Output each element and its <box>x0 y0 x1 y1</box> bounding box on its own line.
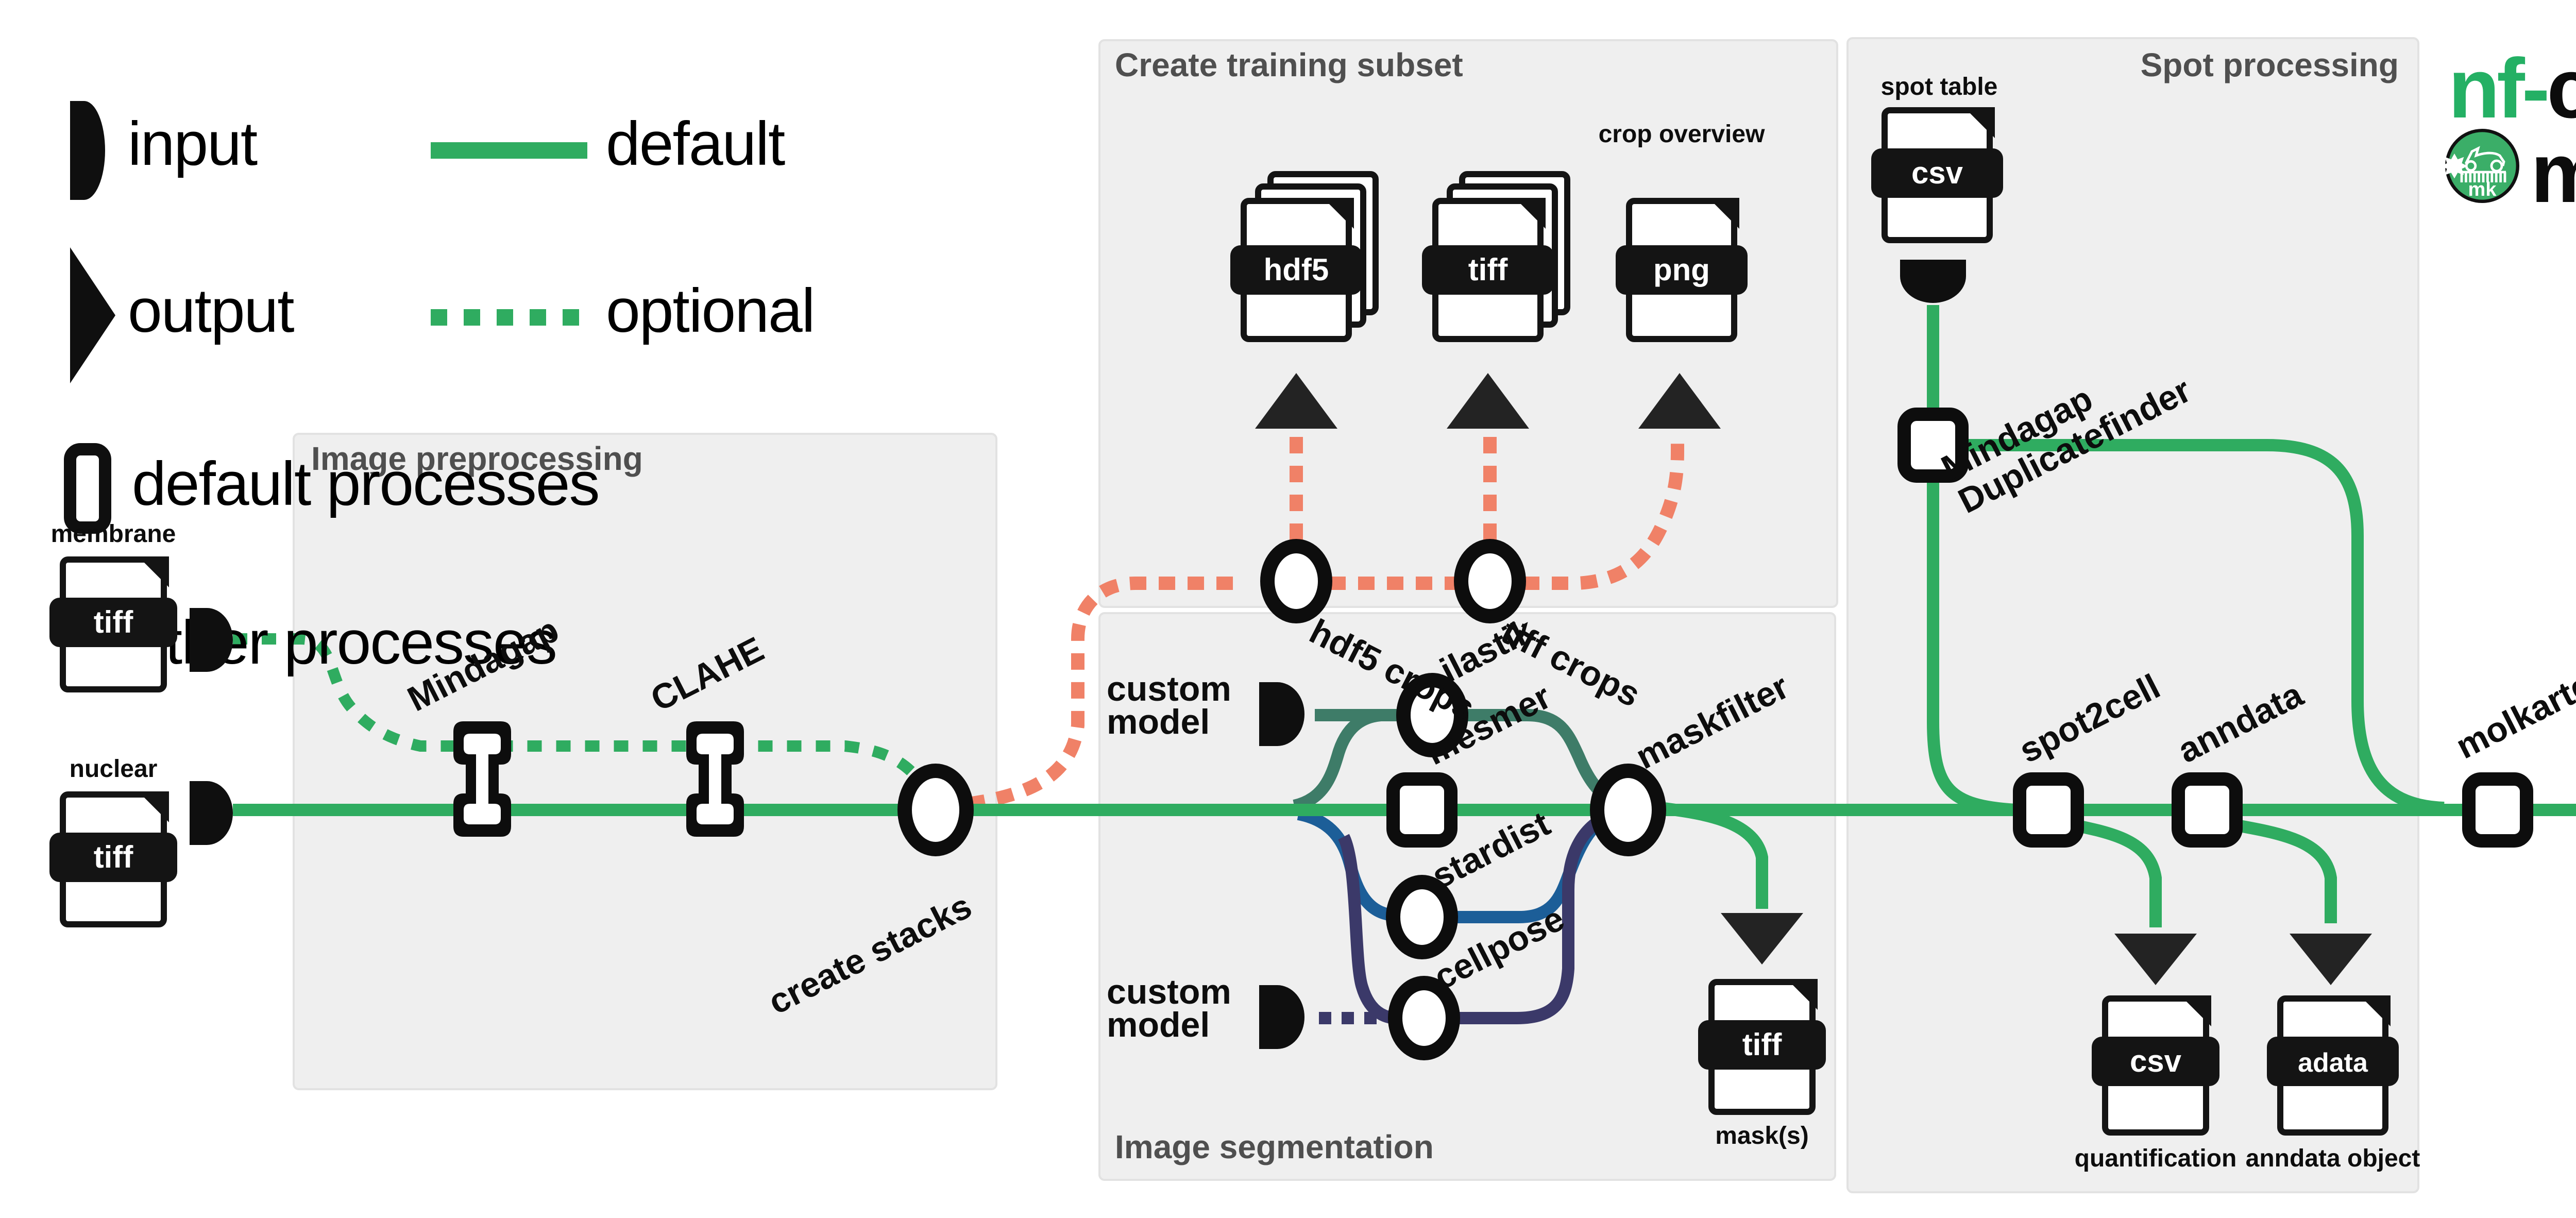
spot-table-label: spot table <box>1880 72 1998 101</box>
folded-corner-icon <box>1322 197 1353 228</box>
legend-optional-label: optional <box>606 278 815 346</box>
output-arrow-tiff <box>1447 373 1529 429</box>
folded-corner-icon <box>1707 197 1738 228</box>
title-create-training-subset: Create training subset <box>1115 49 1463 84</box>
file-ext-band: tiff <box>1422 245 1554 295</box>
output-arrow-png <box>1638 373 1721 429</box>
output-arrow-hdf5 <box>1255 373 1337 429</box>
title-image-preprocessing: Image preprocessing <box>311 443 643 478</box>
badge-mk-text: mk <box>2468 179 2497 200</box>
hdf5-crops-file-icon: hdf5 <box>1230 171 1379 342</box>
logo-nf: nf- <box>2448 41 2550 136</box>
masks-label: mask(s) <box>1715 1121 1809 1150</box>
node-mindagap-duplicatefinder <box>1897 408 1969 483</box>
node-molkartqc <box>2462 772 2533 848</box>
legend-default-label: default <box>606 111 785 179</box>
custom-model-word2: model <box>1107 703 1210 742</box>
node-ilastik <box>1396 673 1468 757</box>
folded-corner-icon <box>137 555 168 586</box>
legend-default-process-icon <box>64 443 111 534</box>
crop-overview-file-icon: png <box>1616 197 1748 342</box>
node-tiff-crops <box>1454 539 1526 623</box>
custom-model-top-connector <box>1259 682 1304 746</box>
node-mesmer <box>1386 772 1458 848</box>
output-arrow-anndata-object <box>2290 934 2372 985</box>
file-ext-band: csv <box>1871 148 2003 198</box>
edge-cellpose-to-maskfilter <box>1457 808 1616 1024</box>
box-image-preprocessing <box>293 433 997 1090</box>
edge-main-to-ilastik <box>1293 709 1382 812</box>
crop-overview-label: crop overview <box>1598 120 1765 148</box>
custom-model-word1: custom <box>1107 670 1231 709</box>
spot-table-file-icon: csv <box>1871 106 2003 243</box>
legend-default-process-label: default processes <box>132 451 600 519</box>
quantification-file-icon: csv <box>2092 994 2219 1136</box>
file-ext-band: adata <box>2267 1037 2399 1086</box>
output-arrow-masks <box>1721 913 1803 965</box>
output-triangles <box>1255 373 2372 985</box>
node-hdf5-crops <box>1260 539 1332 623</box>
custom-model-word1: custom <box>1107 973 1231 1012</box>
node-mindagap <box>453 721 511 837</box>
folded-corner-icon <box>1514 197 1545 228</box>
legend-input-icon <box>70 101 105 200</box>
custom-model-bottom-label: custom model <box>1107 975 1231 1045</box>
node-stardist <box>1386 875 1458 959</box>
node-maskfilter <box>1590 764 1666 856</box>
node-anndata <box>2172 772 2243 848</box>
edge-main-to-cellpose <box>1337 834 1398 1024</box>
file-ext-band: csv <box>2092 1037 2219 1086</box>
custom-model-bottom-connector <box>1259 985 1304 1049</box>
membrane-label: membrane <box>50 519 176 548</box>
folded-corner-icon <box>1786 978 1817 1009</box>
quantification-label: quantification <box>2074 1144 2237 1173</box>
spot-table-input-connector <box>1900 260 1966 303</box>
logo-molkart-text: molkart <box>2531 126 2576 223</box>
tiff-crops-file-icon: tiff <box>1422 171 1570 342</box>
custom-model-word2: model <box>1107 1006 1210 1045</box>
anndata-object-file-icon: adata <box>2267 994 2399 1136</box>
title-spot-processing: Spot processing <box>2140 49 2399 84</box>
nuclear-input-connector <box>190 781 233 845</box>
logo-core: core/ <box>2547 41 2576 136</box>
legend-output-label: output <box>128 278 295 346</box>
edge-dupfinder-bypass <box>1962 439 2445 814</box>
nuclear-file-icon: tiff <box>49 790 177 927</box>
anndata-object-label: anndata object <box>2245 1144 2420 1173</box>
logo-nfcore-text: nf-core/ <box>2448 41 2576 138</box>
folded-corner-icon <box>137 790 168 821</box>
folded-corner-icon <box>2179 994 2210 1025</box>
file-ext-band: tiff <box>49 598 177 647</box>
folded-corner-icon <box>1963 106 1994 137</box>
molkart-badge-icon: mk <box>2444 128 2520 204</box>
legend-input-label: input <box>128 111 258 179</box>
node-spot2cell <box>2013 772 2084 848</box>
edge-create-stacks-to-training <box>968 577 1243 810</box>
membrane-input-connector <box>190 608 233 672</box>
custom-model-top-label: custom model <box>1107 672 1231 742</box>
node-create-stacks <box>897 764 974 856</box>
title-image-segmentation: Image segmentation <box>1115 1131 1434 1166</box>
edge-dupfinder-to-spot2cell <box>1927 478 2016 816</box>
legend-optional-line <box>431 309 587 326</box>
legend-default-line <box>431 142 587 159</box>
masks-file-icon: tiff <box>1698 978 1826 1115</box>
edge-tiffcrops-to-png <box>1523 437 1684 590</box>
node-clahe <box>686 721 744 837</box>
membrane-file-icon: tiff <box>49 555 177 692</box>
file-ext-band: hdf5 <box>1230 245 1362 295</box>
legend-output-icon <box>70 247 115 383</box>
nuclear-label: nuclear <box>69 754 158 783</box>
output-arrow-quantification <box>2114 934 2197 985</box>
file-ext-band: tiff <box>1698 1020 1826 1070</box>
folded-corner-icon <box>2359 994 2389 1025</box>
node-cellpose <box>1388 976 1460 1060</box>
file-ext-band: tiff <box>49 833 177 882</box>
file-ext-band: png <box>1616 245 1748 295</box>
